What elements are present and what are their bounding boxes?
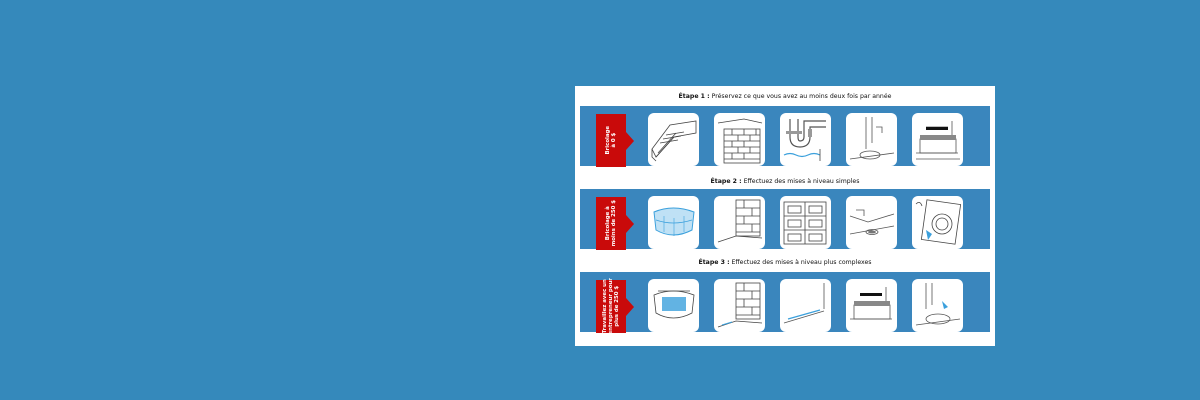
step-1-tag-label: Bricolage à 0 $ — [604, 126, 617, 155]
step-3-title: Étape 3 : Effectuez des mises à niveau p… — [698, 259, 872, 266]
washing-machine-icon — [912, 196, 963, 249]
step-1-tag: Bricolage à 0 $ — [596, 114, 634, 167]
sump-pump-icon — [912, 113, 963, 166]
brick-wall-icon — [714, 113, 765, 166]
floor-drain-plug-icon — [912, 279, 963, 332]
lot-slope-icon — [780, 279, 831, 332]
window-well-icon — [648, 196, 699, 249]
step-3-band: Travaillez avec un entrepreneur pour plu… — [580, 272, 990, 335]
step-2-tag: Bricolage à moins de 250 $ — [596, 197, 634, 250]
floor-drain-icon — [846, 113, 897, 166]
step-2-tag-label: Bricolage à moins de 250 $ — [604, 200, 617, 247]
storage-shelves-icon — [780, 196, 831, 249]
basement-drain-icon — [846, 196, 897, 249]
step-2-band: Bricolage à moins de 250 $ — [580, 189, 990, 250]
sink-pipe-icon — [780, 113, 831, 166]
step-2-title: Étape 2 : Effectuez des mises à niveau s… — [710, 178, 860, 185]
step-3-tag-label: Travaillez avec un entrepreneur pour plu… — [601, 278, 621, 335]
grading-wall-icon — [714, 279, 765, 332]
step-3-tag: Travaillez avec un entrepreneur pour plu… — [596, 278, 634, 335]
foundation-wall-icon — [714, 196, 765, 249]
infographic-card: Étape 1 : Préservez ce que vous avez au … — [575, 86, 995, 346]
step-1-title: Étape 1 : Préservez ce que vous avez au … — [678, 93, 892, 100]
step-1-band: Bricolage à 0 $ — [580, 106, 990, 167]
window-well-cover-icon — [648, 279, 699, 332]
roof-gutter-icon — [648, 113, 699, 166]
backwater-valve-icon — [846, 279, 897, 332]
